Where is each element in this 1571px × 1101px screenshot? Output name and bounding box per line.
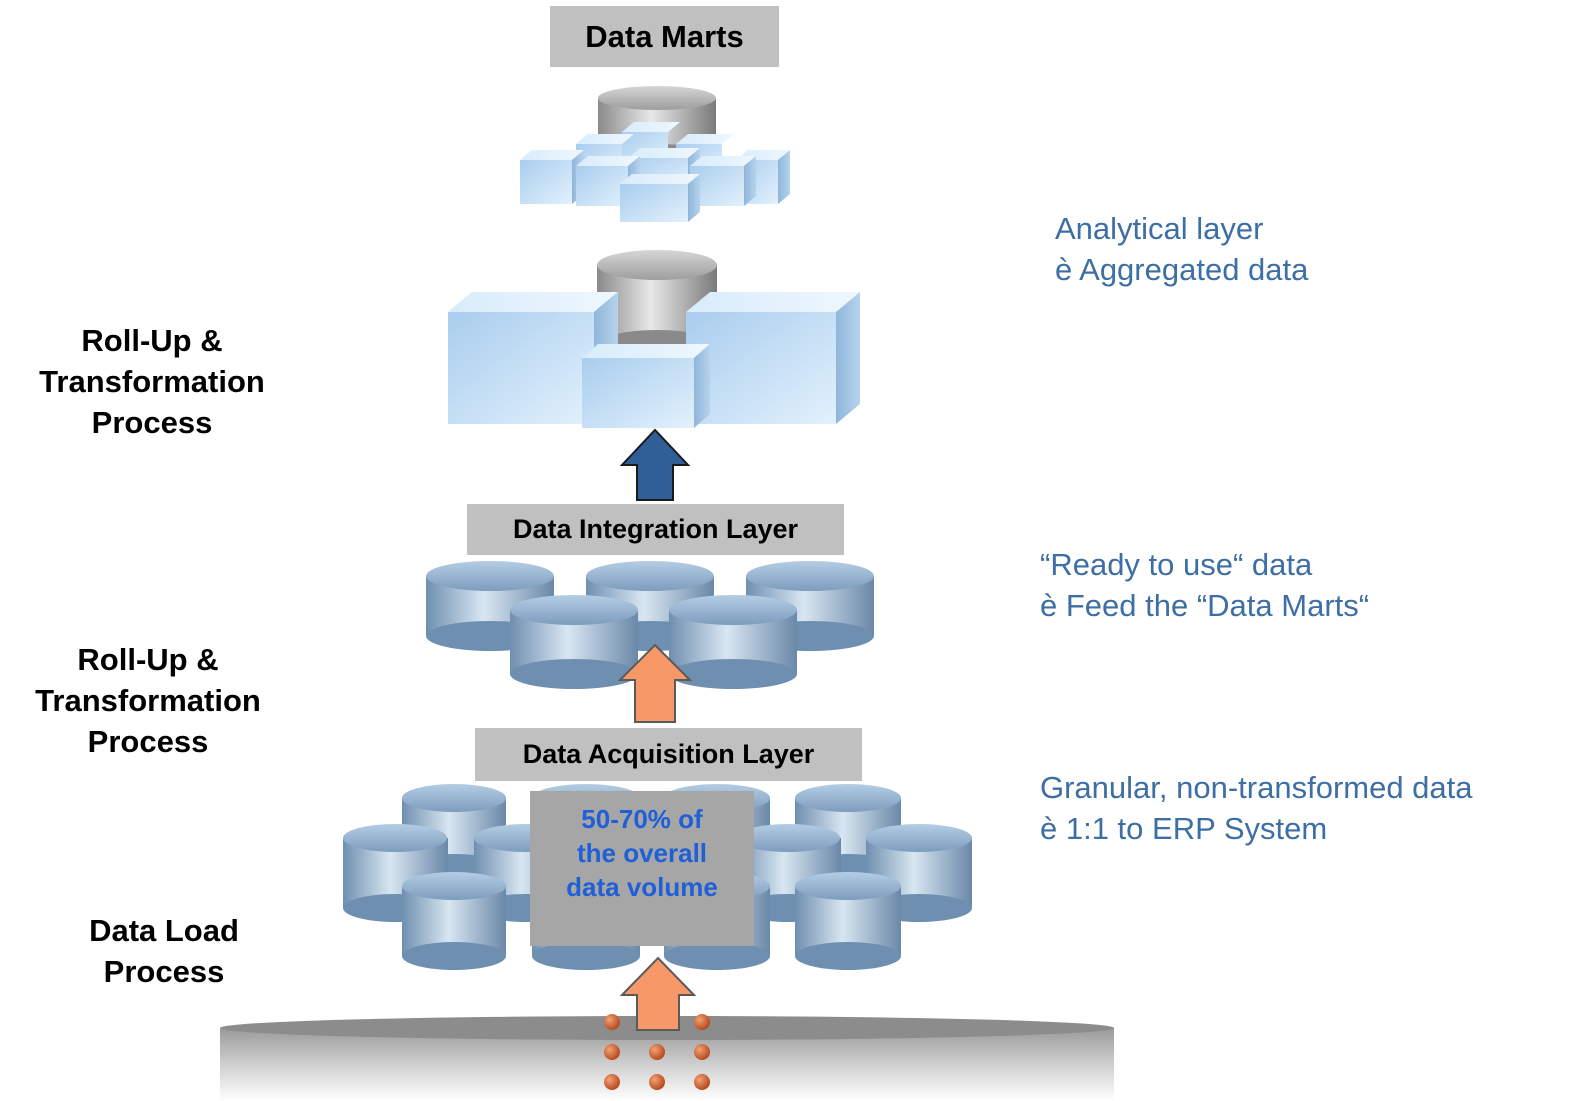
label-line: Process — [87, 724, 209, 759]
cube-icon — [686, 292, 860, 424]
data-acquisition-layer-label: Data Acquisition Layer — [475, 728, 862, 781]
rollup-transformation-label-middle: Roll-Up & Transformation Process — [8, 639, 288, 762]
data-integration-layer-label: Data Integration Layer — [467, 504, 844, 555]
label-line: Roll-Up & — [81, 323, 223, 358]
note-line: è 1:1 to ERP System — [1040, 811, 1328, 846]
label-line: Data Load — [89, 913, 239, 948]
database-cylinder-icon — [669, 595, 797, 689]
cube-icon — [620, 174, 700, 222]
transformation-arrow-icon — [617, 643, 693, 723]
data-load-arrow-icon — [619, 956, 697, 1031]
note-line: Analytical layer — [1055, 211, 1264, 246]
database-cylinder-icon — [795, 872, 901, 970]
data-volume-line-2: the overall — [576, 838, 708, 868]
label-line: Process — [103, 954, 225, 989]
note-line: “Ready to use“ data — [1040, 547, 1313, 582]
analytical-layer-note: Analytical layer è Aggregated data — [1055, 208, 1308, 290]
source-data-dots — [604, 1014, 710, 1090]
label-line: Transformation — [39, 364, 265, 399]
database-cylinder-icon — [510, 595, 638, 689]
rollup-transformation-label-upper: Roll-Up & Transformation Process — [12, 320, 292, 443]
note-line: è Aggregated data — [1055, 252, 1309, 287]
note-line: Granular, non-transformed data — [1040, 770, 1473, 805]
database-cylinder-icon — [402, 872, 506, 970]
data-marts-title: Data Marts — [550, 6, 779, 67]
data-volume-note: 50-70% of the overall data volume — [530, 791, 754, 946]
cube-icon — [582, 344, 710, 428]
data-load-process-label: Data Load Process — [44, 910, 284, 992]
ready-to-use-note: “Ready to use“ data è Feed the “Data Mar… — [1040, 544, 1369, 626]
integration-layer-cylinders — [426, 561, 874, 689]
granular-data-note: Granular, non-transformed data è 1:1 to … — [1040, 767, 1473, 849]
data-volume-line-3: data volume — [566, 872, 718, 902]
label-line: Roll-Up & — [77, 642, 219, 677]
olap-cube-cluster — [448, 250, 860, 428]
cube-icon — [520, 150, 584, 204]
label-line: Process — [91, 405, 213, 440]
cube-icon — [448, 292, 618, 424]
note-line: è Feed the “Data Marts“ — [1040, 588, 1370, 623]
data-mart-cube-cluster — [520, 86, 790, 222]
data-volume-line-1: 50-70% of — [581, 804, 703, 834]
label-line: Transformation — [35, 683, 261, 718]
rollup-arrow-icon — [619, 428, 691, 501]
